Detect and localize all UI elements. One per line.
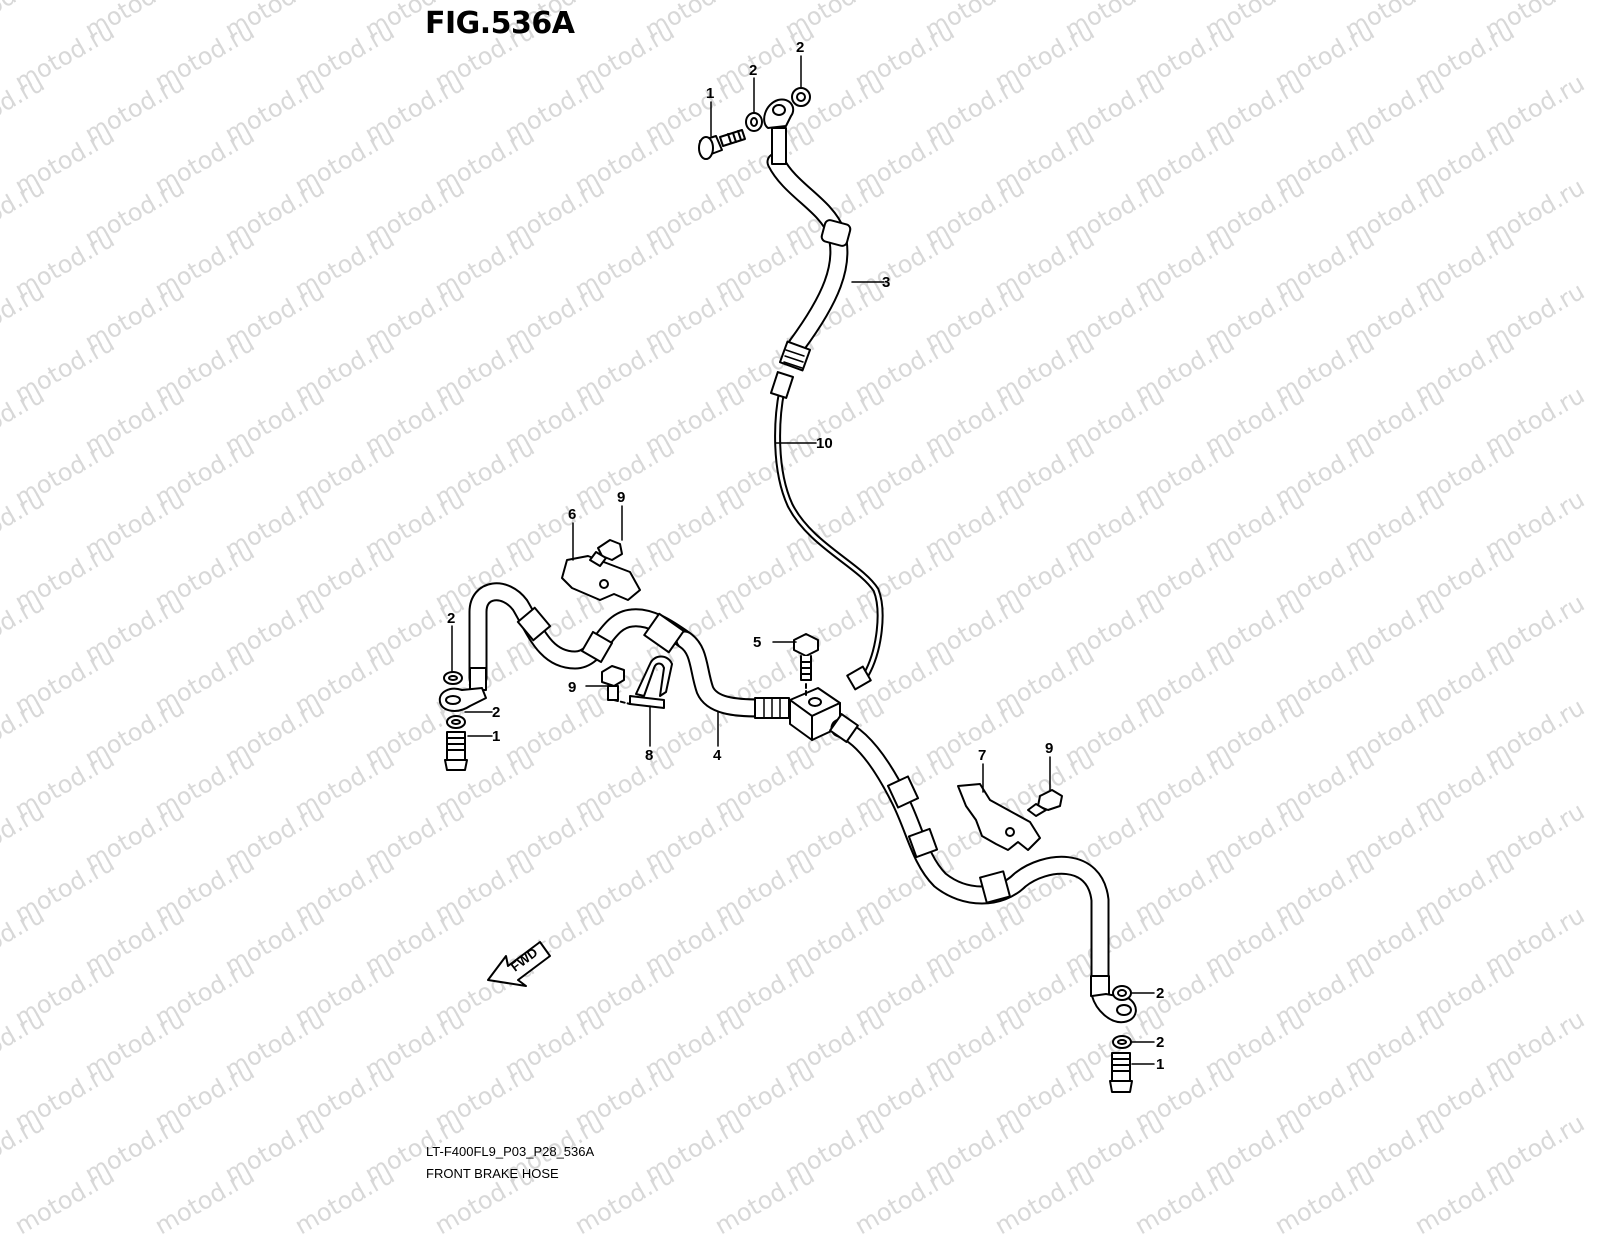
callout-1-top-bolt: 1 (706, 85, 714, 102)
figure-code: LT-F400FL9_P03_P28_536A (426, 1144, 595, 1159)
clamp-8-bolt-9 (601, 665, 631, 705)
brake-hose-diagram: FWD 1 2 2 3 10 6 9 2 2 1 9 8 4 5 7 9 2 2… (438, 39, 1164, 1093)
callout-2-right-washer-lower: 2 (1156, 1034, 1164, 1051)
top-washer-right-hole (796, 92, 806, 102)
callout-10-brake-pipe: 10 (816, 435, 833, 452)
callout-2-left-washer-lower: 2 (492, 704, 500, 721)
left-banjo-fitting (438, 687, 487, 712)
top-banjo-fitting (763, 98, 795, 129)
right-banjo-bolt-1 (1109, 1052, 1133, 1093)
callout-2-left-washer-upper: 2 (447, 610, 455, 627)
callout-1-left-bolt: 1 (492, 728, 500, 745)
top-washer-left (745, 112, 763, 132)
callout-2-top-washer-left: 2 (749, 62, 757, 79)
bracket-7 (957, 783, 1041, 851)
top-washer-left-hole (750, 117, 758, 127)
fwd-direction-arrow: FWD (487, 941, 551, 987)
right-brake-hose (829, 713, 1110, 997)
junction-bolt-5 (793, 633, 819, 699)
callout-9-bracket-bolt: 9 (617, 489, 625, 506)
right-banjo-fitting (1091, 993, 1137, 1024)
callout-6-bracket: 6 (568, 506, 576, 523)
junction-block (789, 687, 841, 741)
callout-9-clamp-bolt: 9 (568, 679, 576, 696)
left-banjo-bolt-1 (444, 731, 468, 771)
left-washer-upper (443, 671, 463, 685)
callout-2-top-washer-right: 2 (796, 39, 804, 56)
figure-name: FRONT BRAKE HOSE (426, 1166, 559, 1181)
bracket-6-bolt-9 (589, 539, 623, 567)
upper-brake-hose-3 (766, 127, 852, 372)
callout-2-right-washer-upper: 2 (1156, 985, 1164, 1002)
callout-1-right-bolt: 1 (1156, 1056, 1164, 1073)
callouts: 1 2 2 3 10 6 9 2 2 1 9 8 4 5 7 9 2 2 1 (447, 39, 1164, 1073)
callout-3-upper-hose: 3 (882, 274, 890, 291)
bracket-6 (561, 555, 641, 601)
right-washer-upper (1112, 985, 1132, 1001)
top-washer-right (791, 87, 811, 107)
clamp-8 (629, 655, 673, 709)
callout-8-clamp: 8 (645, 747, 653, 764)
top-banjo-bolt-1 (698, 129, 746, 160)
callout-5-junction-bolt: 5 (753, 634, 761, 651)
callout-7-bracket: 7 (978, 747, 986, 764)
left-brake-hose-4 (468, 582, 790, 719)
left-washer-lower (446, 715, 466, 729)
leader-lines (451, 55, 1155, 1065)
callout-9-bracket7-bolt: 9 (1045, 740, 1053, 757)
right-washer-lower (1112, 1035, 1132, 1049)
bracket-7-bolt-9 (1027, 789, 1063, 817)
brake-pipe-10 (769, 371, 884, 691)
callout-4-left-hose: 4 (713, 747, 722, 764)
figure-title: FIG.536A (425, 6, 575, 41)
